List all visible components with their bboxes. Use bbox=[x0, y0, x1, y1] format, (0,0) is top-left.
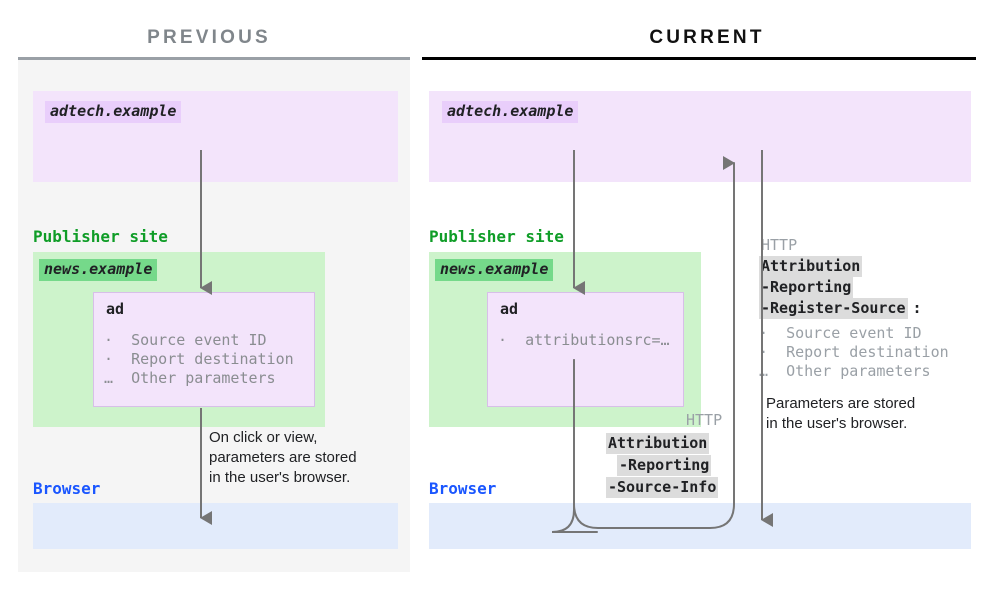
request-header-line-2-text: -Reporting bbox=[617, 455, 712, 476]
request-header-line-1: Attribution bbox=[606, 433, 710, 454]
browser-zone-current bbox=[429, 503, 971, 549]
request-protocol-label: HTTP bbox=[686, 411, 723, 429]
request-header-line-3-text: -Source-Info bbox=[606, 477, 719, 498]
note-previous: On click or view, parameters are stored … bbox=[209, 429, 357, 486]
panel-title-previous: PREVIOUS bbox=[147, 27, 271, 48]
panel-previous: PREVIOUS adtech.example Publisher site n… bbox=[0, 0, 418, 592]
response-header-line-3: -Register-Source: bbox=[759, 298, 922, 319]
adtech-chip-current: adtech.example bbox=[442, 101, 579, 124]
news-chip-previous: news.example bbox=[39, 259, 158, 282]
response-header-line-1: Attribution bbox=[759, 256, 863, 277]
response-protocol-label: HTTP bbox=[761, 236, 798, 254]
ad-card-title-previous: ad bbox=[106, 300, 125, 318]
response-header-line-2-text: -Reporting bbox=[759, 277, 854, 298]
news-chip-current: news.example bbox=[435, 259, 554, 282]
publisher-label-current: Publisher site bbox=[429, 227, 564, 246]
browser-label-current: Browser bbox=[429, 479, 497, 498]
request-header-line-1-text: Attribution bbox=[606, 433, 710, 454]
response-header-line-2: -Reporting bbox=[759, 277, 854, 298]
browser-label-previous: Browser bbox=[33, 479, 101, 498]
divider-previous bbox=[18, 57, 410, 60]
ad-card-items-current: · attributionsrc=… bbox=[498, 331, 670, 349]
response-bullets: · Source event ID · Report destination …… bbox=[759, 324, 949, 380]
request-header-line-3: -Source-Info bbox=[606, 477, 719, 498]
browser-zone-previous bbox=[33, 503, 398, 549]
panel-current: CURRENT adtech.example Publisher site ne… bbox=[418, 0, 996, 592]
note-current: Parameters are stored in the user's brow… bbox=[766, 395, 916, 432]
adtech-chip-previous: adtech.example bbox=[45, 101, 182, 124]
ad-card-title-current: ad bbox=[500, 300, 519, 318]
response-header-line-1-text: Attribution bbox=[759, 256, 863, 277]
ad-card-items-previous: · Source event ID · Report destination …… bbox=[104, 331, 294, 387]
divider-current bbox=[422, 57, 976, 60]
response-header-line-3-text: -Register-Source bbox=[759, 298, 908, 319]
response-header-colon: : bbox=[912, 299, 922, 317]
panel-title-current: CURRENT bbox=[649, 27, 765, 48]
publisher-label-previous: Publisher site bbox=[33, 227, 168, 246]
request-header-line-2: -Reporting bbox=[617, 455, 712, 476]
